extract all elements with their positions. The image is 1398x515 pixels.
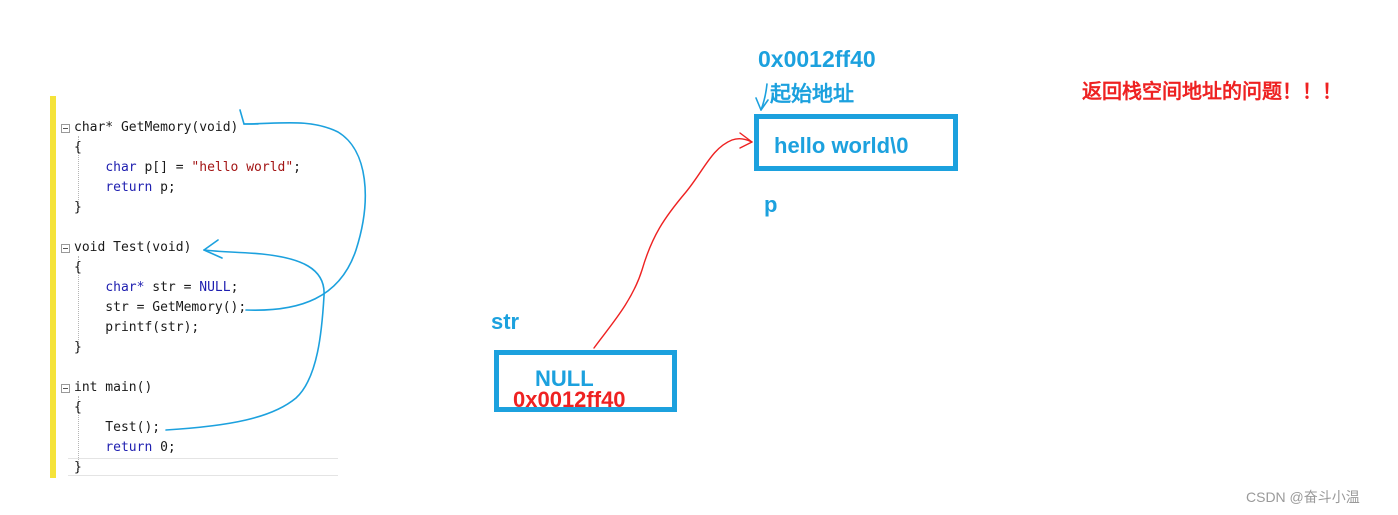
fold-toggle-icon[interactable] — [61, 384, 70, 393]
problem-note: 返回栈空间地址的问题！！！ — [1082, 81, 1342, 103]
indent-guide — [78, 256, 79, 352]
p-label: p — [764, 192, 778, 217]
code-line: char* GetMemory(void) — [74, 120, 239, 135]
indent-guide — [78, 136, 79, 212]
current-line-highlight — [68, 458, 338, 476]
fold-toggle-icon[interactable] — [61, 124, 70, 133]
code-line: char* str = NULL; — [105, 280, 239, 295]
arrow-test-call — [165, 249, 325, 431]
code-line: { — [74, 140, 82, 155]
p-memory-box: hello world\0 — [754, 114, 958, 171]
str-memory-box — [494, 350, 677, 412]
fold-toggle-icon[interactable] — [61, 244, 70, 253]
code-line: Test(); — [74, 420, 161, 435]
indent-guide — [78, 396, 79, 472]
code-line: } — [74, 460, 82, 475]
code-line: str = GetMemory(); — [74, 300, 247, 315]
code-line: } — [74, 340, 82, 355]
arrowhead-getmemory-call — [239, 109, 259, 125]
str-new-value: 0x0012ff40 — [513, 387, 626, 412]
arrowhead-str-to-p — [739, 132, 753, 149]
str-old-value: NULL — [535, 366, 594, 391]
arrow-str-to-p — [593, 138, 753, 349]
arrow-getmemory-call — [243, 121, 366, 311]
code-editor: char* GetMemory(void) { char p[] = "hello… — [50, 96, 338, 478]
code-line: return 0; — [105, 440, 176, 455]
watermark: CSDN @奋斗小温 — [1246, 489, 1360, 505]
code-line: int main() — [74, 380, 153, 395]
modified-lines-marker — [50, 96, 56, 478]
code-line: } — [74, 200, 82, 215]
start-address-label: 起始地址 — [770, 83, 854, 106]
p-box-content: hello world\0 — [774, 133, 909, 158]
code-line: printf(str); — [74, 320, 200, 335]
arrowhead-test-call — [203, 239, 223, 259]
code-line: { — [74, 260, 82, 275]
code-line: return p; — [105, 180, 176, 195]
code-line: void Test(void) — [74, 240, 192, 255]
str-label: str — [491, 309, 520, 334]
code-line: char p[] = "hello world"; — [105, 160, 301, 175]
arrowhead-start-address — [755, 97, 769, 111]
code-line: { — [74, 400, 82, 415]
top-address: 0x0012ff40 — [758, 46, 876, 72]
